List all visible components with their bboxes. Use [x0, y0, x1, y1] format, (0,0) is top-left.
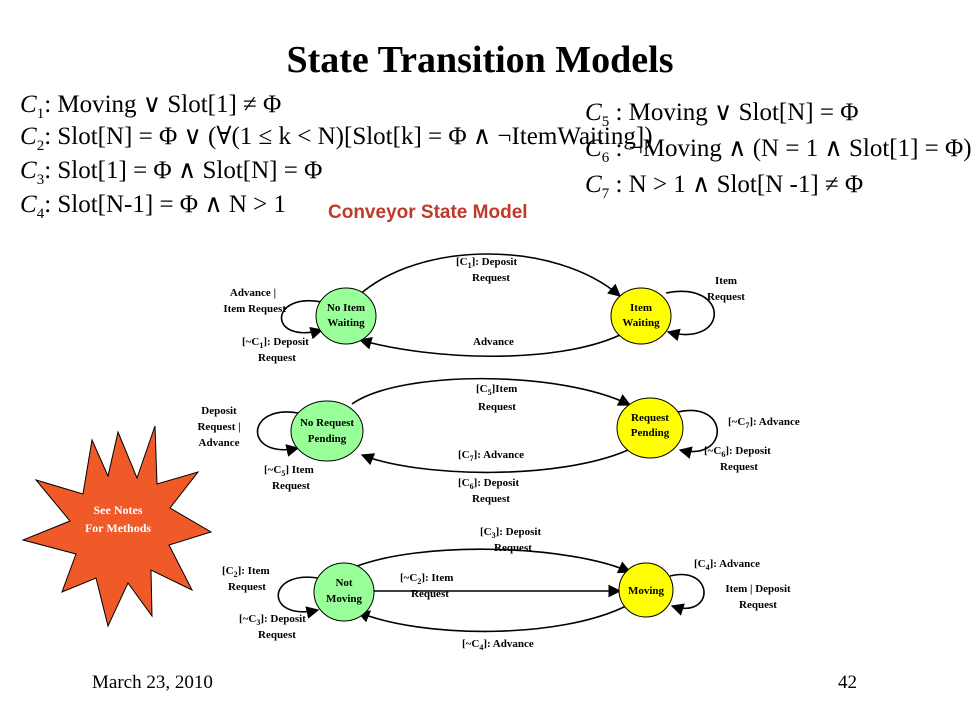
state-item-waiting-line2: Waiting	[622, 317, 660, 329]
edge-c7-advance	[360, 449, 629, 474]
state-moving-line1: Moving	[628, 585, 665, 597]
starburst-line2: For Methods	[85, 521, 151, 535]
state-no-request-pending	[290, 400, 364, 462]
state-not-moving-line1: Not	[335, 577, 352, 589]
state-request-pending-line1: Request	[631, 412, 669, 424]
state-not-moving	[313, 562, 375, 622]
starburst-callout: See Notes For Methods	[21, 425, 213, 628]
label-not-c1-deposit: [~C1]: Deposit	[242, 336, 309, 350]
label-item-request-1: Item	[715, 275, 737, 287]
footer-date: March 23, 2010	[92, 672, 213, 693]
label-c5-item-line2: Request	[478, 401, 516, 413]
label-loop-a-upper-1: Advance |	[230, 287, 276, 299]
state-moving	[618, 562, 674, 618]
label-item-request-2: Request	[707, 291, 745, 303]
state-item-waiting-line1: Item	[630, 302, 652, 314]
diagram-item-waiting: No Item Waiting Item Waiting [C1]: Depos…	[223, 253, 745, 364]
state-not-moving-line2: Moving	[326, 593, 363, 605]
label-not-c2-item-line2: Request	[411, 588, 449, 600]
model-title: Conveyor State Model	[328, 202, 528, 223]
starburst-line1: See Notes	[94, 503, 143, 517]
label-loop-deposit-3: Advance	[199, 437, 240, 449]
label-c4-advance: [C4]: Advance	[694, 558, 760, 572]
label-loop-a-upper-2: Item Request	[223, 303, 286, 315]
condition-c5: C5 : Moving ∨ Slot[N] = Φ	[585, 99, 859, 130]
label-not-c4-advance: [~C4]: Advance	[462, 638, 534, 652]
state-item-waiting	[610, 287, 672, 345]
label-c2-item-line2: Request	[228, 581, 266, 593]
condition-c4: C4: Slot[N-1] = Φ ∧ N > 1	[20, 191, 287, 222]
label-c6-deposit-line2: Request	[472, 493, 510, 505]
label-c3-deposit: [C3]: Deposit	[480, 526, 541, 540]
state-no-request-pending-line1: No Request	[300, 417, 354, 429]
condition-c7: C7 : N > 1 ∧ Slot[N -1] ≠ Φ	[585, 171, 864, 202]
label-c5-item: [C5]Item	[476, 383, 517, 397]
label-not-c5-item-line2: Request	[272, 480, 310, 492]
loop-no-request-pending	[256, 411, 300, 457]
diagram-request-pending: No Request Pending Request Pending [C5]I…	[197, 377, 800, 505]
state-request-pending-line2: Pending	[631, 427, 670, 439]
loop-moving	[669, 573, 705, 616]
label-not-c3-deposit: [~C3]: Deposit	[239, 613, 306, 627]
label-loop-deposit-2: Request |	[197, 421, 240, 433]
condition-c2: C2: Slot[N] = Φ ∨ (∀(1 ≤ k < N)[Slot[k] …	[20, 123, 653, 154]
label-c1-deposit: [C1]: Deposit	[456, 256, 517, 270]
label-c6-deposit: [C6]: Deposit	[458, 477, 519, 491]
state-no-item-waiting-line1: No Item	[327, 302, 365, 314]
slide-title: State Transition Models	[286, 39, 674, 81]
edge-advance	[358, 334, 621, 357]
label-not-c2-item: [~C2]: Item	[400, 572, 453, 586]
label-c3-deposit-line2: Request	[494, 542, 532, 554]
edge-not-c4-advance	[356, 604, 629, 633]
footer-page-number: 42	[838, 672, 857, 693]
condition-c1: C1: Moving ∨ Slot[1] ≠ Φ	[20, 91, 282, 122]
label-not-c5-item: [~C5] Item	[264, 464, 314, 478]
label-c2-item: [C2]: Item	[222, 565, 270, 579]
loop-no-item-waiting	[280, 299, 324, 340]
label-c7-advance: [C7]: Advance	[458, 449, 524, 463]
state-request-pending	[616, 397, 684, 459]
state-no-item-waiting-line2: Waiting	[327, 317, 365, 329]
loop-request-pending	[677, 409, 718, 459]
diagram-moving: Not Moving Moving [C3]: Deposit Request …	[222, 526, 791, 652]
label-not-c6-deposit: [~C6]: Deposit	[704, 445, 771, 459]
edge-c5-item-request	[351, 377, 632, 406]
label-c1-deposit-line2: Request	[472, 272, 510, 284]
label-not-c7-advance: [~C7]: Advance	[728, 416, 800, 430]
label-not-c6-deposit-line2: Request	[720, 461, 758, 473]
label-not-c3-deposit-line2: Request	[258, 629, 296, 641]
loop-not-moving	[277, 576, 320, 619]
label-loop-deposit-1: Deposit	[201, 405, 237, 417]
edge-deposit-request	[357, 253, 621, 297]
state-no-item-waiting	[315, 287, 377, 345]
label-item-deposit-2: Request	[739, 599, 777, 611]
label-item-deposit-1: Item | Deposit	[725, 583, 791, 595]
label-not-c1-deposit-line2: Request	[258, 352, 296, 364]
state-no-request-pending-line2: Pending	[308, 433, 347, 445]
loop-item-waiting	[665, 290, 715, 342]
label-advance: Advance	[473, 336, 514, 348]
edge-c3-deposit	[351, 548, 632, 574]
condition-c6: C6 : ¬Moving ∧ (N = 1 ∧ Slot[1] = Φ)	[585, 135, 972, 166]
starburst-shape	[21, 425, 213, 628]
condition-c3: C3: Slot[1] = Φ ∧ Slot[N] = Φ	[20, 157, 323, 188]
